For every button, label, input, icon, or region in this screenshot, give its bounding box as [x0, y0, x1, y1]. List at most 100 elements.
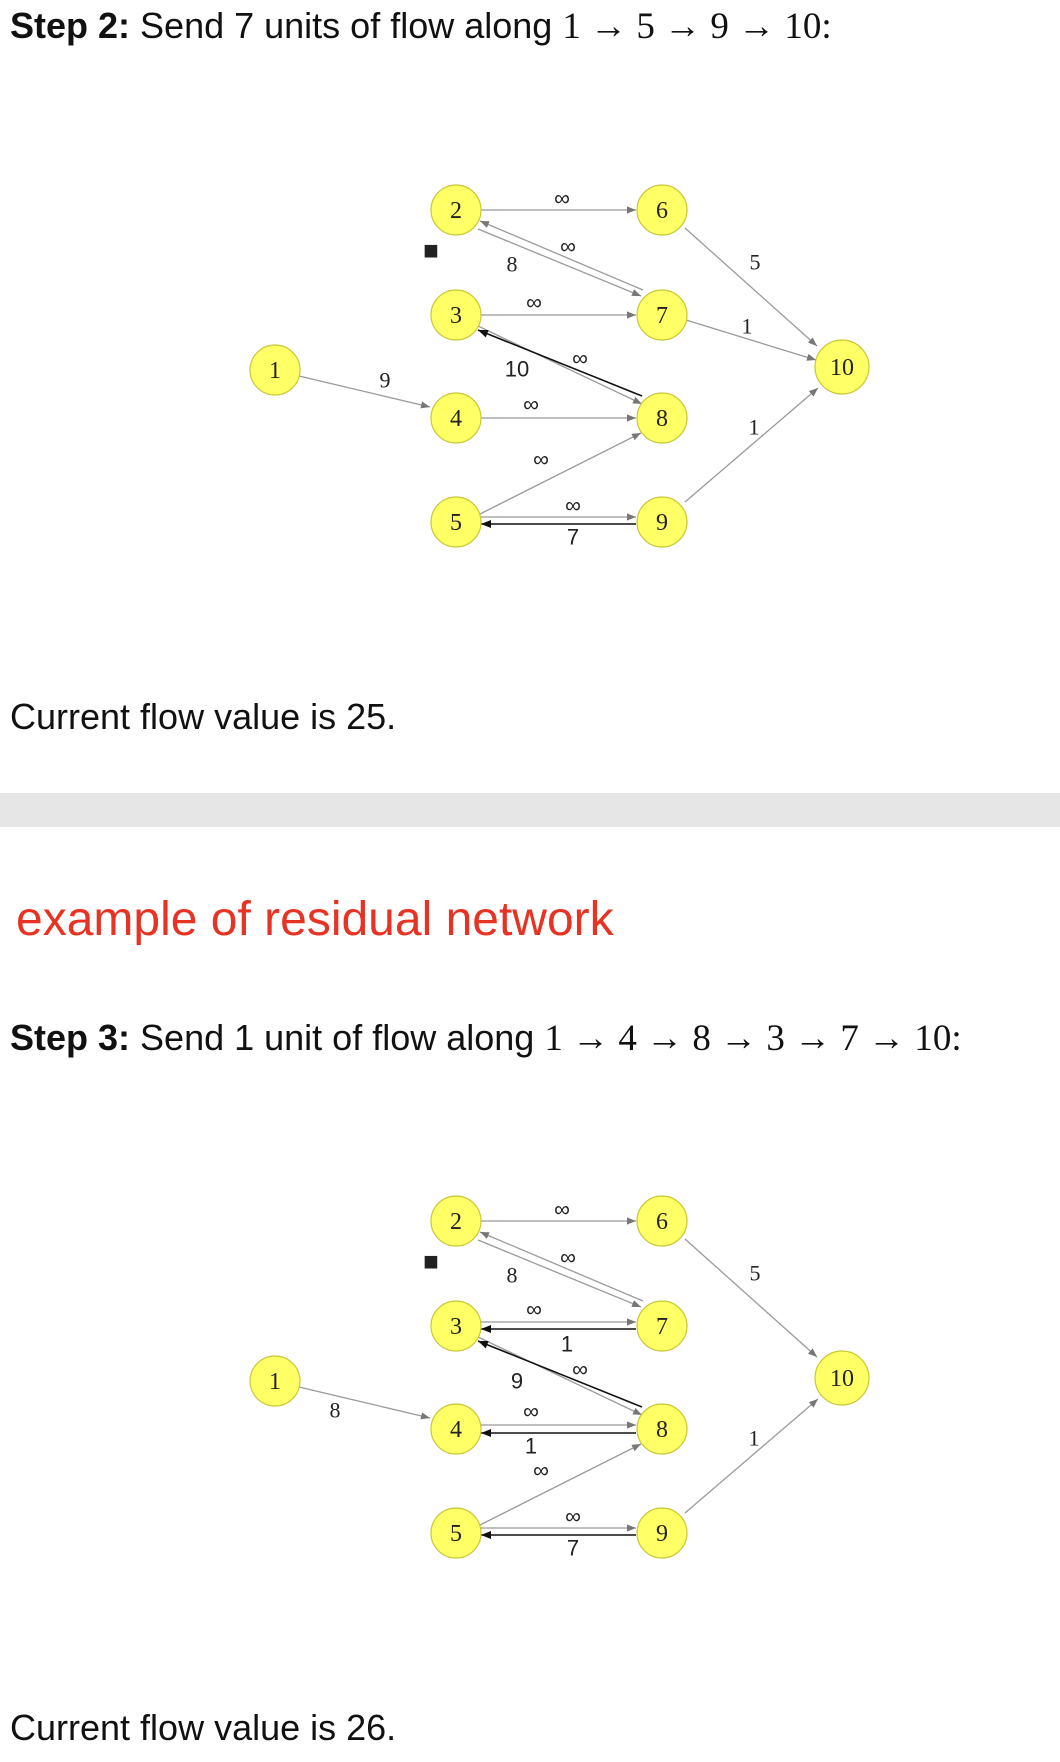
- node-2: 2: [430, 1195, 482, 1247]
- edge-3-8: [477, 1336, 643, 1416]
- node-3: 3: [430, 1300, 482, 1352]
- cap-7-2: 8: [507, 252, 518, 277]
- node-9: 9: [636, 496, 688, 548]
- edge-1-4: [298, 1386, 431, 1420]
- svg-text:2: 2: [450, 198, 462, 224]
- cap-1-4: 9: [380, 368, 391, 393]
- svg-text:4: 4: [450, 406, 462, 432]
- step-3-heading: Step 3: Send 1 unit of flow along 1 → 4 …: [10, 1016, 962, 1061]
- section-divider: [0, 793, 1060, 827]
- node-10: 10: [814, 1350, 870, 1406]
- cap-9-5: 7: [567, 525, 579, 550]
- cap-3-8: ∞: [572, 346, 588, 371]
- node-8: 8: [636, 392, 688, 444]
- svg-text:6: 6: [656, 1209, 668, 1235]
- edge-7-2: [479, 1231, 644, 1302]
- cap-6-10: 5: [750, 250, 761, 275]
- section-heading: example of residual network: [16, 893, 614, 946]
- svg-text:8: 8: [656, 406, 668, 432]
- svg-text:5: 5: [450, 510, 462, 536]
- step-2-heading: Step 2: Send 7 units of flow along 1 → 5…: [10, 4, 832, 49]
- step-3-label: Step 3:: [10, 1017, 131, 1058]
- selection-marker: ■: [423, 235, 439, 265]
- cap-9-10: 1: [749, 415, 760, 440]
- edge-3-8: [477, 325, 643, 405]
- step-2-label: Step 2:: [10, 5, 131, 46]
- cap-7-2: 8: [507, 1263, 518, 1288]
- svg-text:9: 9: [656, 1521, 668, 1547]
- cap-4-8: ∞: [523, 1399, 539, 1424]
- cap-2-6: ∞: [554, 1197, 570, 1222]
- edge-8-3: [477, 1340, 643, 1408]
- edge-1-4: [298, 375, 431, 409]
- svg-text:10: 10: [830, 1366, 854, 1392]
- cap-3-7: ∞: [526, 1297, 542, 1322]
- svg-text:3: 3: [450, 1314, 462, 1340]
- cap-5-9: ∞: [565, 493, 581, 518]
- edge-2-7: [477, 1239, 642, 1308]
- edge-9-10: [684, 1398, 819, 1514]
- cap-4-8: ∞: [523, 392, 539, 417]
- svg-text:9: 9: [656, 510, 668, 536]
- svg-text:6: 6: [656, 198, 668, 224]
- cap-9-10: 1: [749, 1426, 760, 1451]
- cap-3-7: ∞: [526, 290, 542, 315]
- cap-5-8: ∞: [533, 1458, 549, 1483]
- cap-9-5: 7: [567, 1536, 579, 1561]
- node-7: 7: [636, 1300, 688, 1352]
- edge-9-10: [684, 387, 819, 503]
- node-6: 6: [636, 184, 688, 236]
- step-2-path: 1 → 5 → 9 → 10:: [562, 6, 832, 47]
- cap-8-3: 10: [505, 357, 529, 382]
- step-3-path: 1 → 4 → 8 → 3 → 7 → 10:: [544, 1018, 962, 1059]
- cap-1-4: 8: [330, 1398, 341, 1423]
- node-8: 8: [636, 1403, 688, 1455]
- graph-step-3: ∞ ∞ 8 ∞ 1 ∞ 9 8 ∞ 1 ∞ ∞ 7 5 1 ■ 1 2 3 4 …: [249, 1195, 870, 1561]
- edge-2-7: [477, 228, 642, 297]
- svg-text:4: 4: [450, 1417, 462, 1443]
- step-3-text: Send 1 unit of flow along: [130, 1017, 545, 1058]
- current-flow-step-2: Current flow value is 25.: [10, 696, 397, 737]
- node-1: 1: [249, 1355, 301, 1407]
- node-4: 4: [430, 1403, 482, 1455]
- svg-text:10: 10: [830, 355, 854, 381]
- edge-5-8: [477, 1443, 642, 1527]
- cap-2-6: ∞: [554, 186, 570, 211]
- cap-2-7: ∞: [560, 1245, 576, 1270]
- cap-8-4: 1: [525, 1434, 537, 1459]
- svg-text:1: 1: [269, 358, 281, 384]
- edge-8-3: [477, 329, 643, 397]
- node-4: 4: [430, 392, 482, 444]
- node-6: 6: [636, 1195, 688, 1247]
- node-9: 9: [636, 1507, 688, 1559]
- edge-6-10: [684, 227, 818, 347]
- cap-5-8: ∞: [533, 447, 549, 472]
- svg-text:2: 2: [450, 1209, 462, 1235]
- edge-7-2: [479, 220, 644, 291]
- cap-7-10: 1: [742, 314, 753, 339]
- cap-6-10: 5: [750, 1261, 761, 1286]
- svg-text:8: 8: [656, 1417, 668, 1443]
- cap-5-9: ∞: [565, 1504, 581, 1529]
- cap-3-8: ∞: [572, 1357, 588, 1382]
- edge-6-10: [684, 1238, 818, 1358]
- selection-marker: ■: [423, 1246, 439, 1276]
- svg-text:7: 7: [656, 303, 668, 329]
- node-1: 1: [249, 344, 301, 396]
- svg-text:5: 5: [450, 1521, 462, 1547]
- node-10: 10: [814, 339, 870, 395]
- svg-text:7: 7: [656, 1314, 668, 1340]
- step-2-text: Send 7 units of flow along: [130, 5, 563, 46]
- cap-2-7: ∞: [560, 234, 576, 259]
- cap-8-3: 9: [511, 1369, 523, 1394]
- node-3: 3: [430, 289, 482, 341]
- edge-5-8: [477, 432, 642, 516]
- cap-7-3: 1: [561, 1332, 573, 1357]
- edge-7-10: [685, 319, 817, 361]
- svg-text:3: 3: [450, 303, 462, 329]
- node-2: 2: [430, 184, 482, 236]
- node-5: 5: [430, 1507, 482, 1559]
- graph-step-2: ∞ ∞ 8 ∞ ∞ 10 9 ∞ ∞ ∞ 7 5 1 1 ■ 1 2 3 4 5…: [249, 184, 870, 550]
- svg-text:1: 1: [269, 1369, 281, 1395]
- node-7: 7: [636, 289, 688, 341]
